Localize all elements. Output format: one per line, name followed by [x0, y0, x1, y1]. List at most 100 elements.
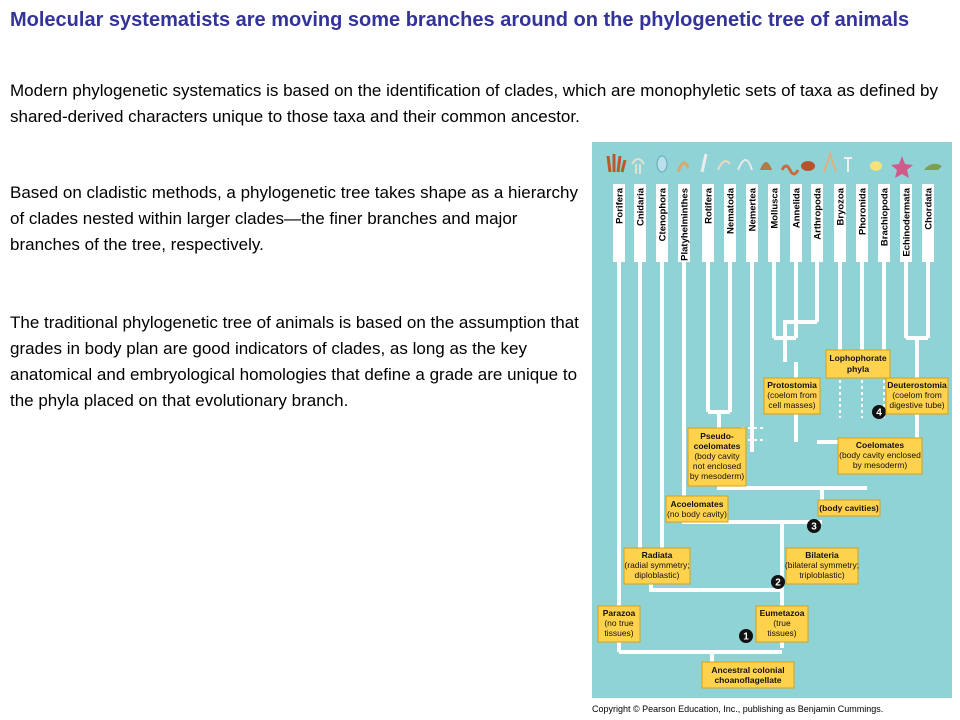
svg-text:Parazoa: Parazoa: [603, 608, 636, 618]
rotifer-icon: [700, 153, 708, 173]
phylogenetic-tree-diagram: Porifera Cnidaria Ctenophora Platyhelminthe…: [592, 142, 952, 698]
ancestor-box: Ancestral colonial choanoflagellate: [701, 661, 795, 689]
crab-icon: [801, 161, 815, 171]
node-markers: 1 2 3 4: [739, 405, 886, 643]
svg-text:Ancestral colonial: Ancestral colonial: [711, 665, 784, 675]
svg-text:coelomates: coelomates: [694, 441, 741, 451]
coelomates-box: Coelomates (body cavity enclosed by meso…: [837, 437, 923, 475]
phoronid-icon: [844, 157, 852, 172]
phylum-label-platyhelminthes: Platyhelminthes: [680, 188, 691, 261]
phylum-label-bg: [922, 184, 934, 262]
svg-text:Pseudo-: Pseudo-: [700, 431, 734, 441]
svg-text:(coelom from: (coelom from: [892, 390, 942, 400]
svg-text:(no true: (no true: [604, 618, 634, 628]
deuterostomia-box: Deuterostomia (coelom from digestive tub…: [885, 377, 949, 415]
bryozoan-icon: [823, 150, 837, 173]
paragraph-traditional-tree: The traditional phylogenetic tree of ani…: [10, 313, 579, 410]
svg-text:Lophophorate: Lophophorate: [829, 353, 886, 363]
svg-text:Deuterostomia: Deuterostomia: [887, 380, 947, 390]
node-marker-1: [739, 629, 753, 643]
svg-text:(body cavity: (body cavity: [694, 451, 740, 461]
acoelomates-box: Acoelomates (no body cavity): [665, 495, 729, 523]
svg-text:(no body cavity): (no body cavity): [667, 509, 727, 519]
copyright-notice: Copyright © Pearson Education, Inc., pub…: [592, 704, 884, 714]
svg-text:choanoflagellate: choanoflagellate: [714, 675, 781, 685]
phylum-label-brachiopoda: Brachiopoda: [880, 187, 891, 246]
animal-illustrations: [606, 150, 942, 178]
svg-text:(body cavity enclosed: (body cavity enclosed: [839, 450, 921, 460]
svg-text:tissues): tissues): [604, 628, 633, 638]
svg-text:Coelomates: Coelomates: [856, 440, 904, 450]
phylum-label-bg: [790, 184, 802, 262]
phylum-label-bg: [746, 184, 758, 262]
phylum-label-bg: [856, 184, 868, 262]
fish-icon: [924, 163, 942, 170]
phylum-labels: Porifera Cnidaria Ctenophora Platyhelminthe…: [613, 184, 935, 262]
svg-text:Eumetazoa: Eumetazoa: [760, 608, 805, 618]
phylum-label-bryozoa: Bryozoa: [836, 187, 847, 225]
phylum-label-bg: [656, 184, 668, 262]
phylum-label-ctenophora: Ctenophora: [658, 187, 669, 241]
svg-text:Bilateria: Bilateria: [805, 550, 839, 560]
brachiopod-icon: [870, 161, 882, 171]
phylum-label-bg: [634, 184, 646, 262]
phylum-label-nematoda: Nematoda: [726, 187, 737, 234]
nematode-icon: [717, 160, 731, 171]
node-number: 2: [775, 578, 781, 589]
svg-text:(true: (true: [773, 618, 791, 628]
flatworm-icon: [676, 161, 690, 173]
phylum-label-echinodermata: Echinodermata: [902, 187, 913, 256]
slide-title: Molecular systematists are moving some b…: [10, 9, 910, 31]
jellyfish-icon: [631, 158, 645, 174]
svg-text:not enclosed: not enclosed: [693, 461, 741, 471]
bilateria-box: Bilateria (bilateral symmetry; triplobla…: [785, 547, 859, 585]
node-marker-4: [872, 405, 886, 419]
phylum-label-bg: [724, 184, 736, 262]
pseudocoelomates-box: Pseudo- coelomates (body cavity not encl…: [687, 427, 747, 487]
grade-label-boxes: Lophophorate phyla Protostomia (coelom f…: [597, 349, 949, 689]
phylum-label-cnidaria: Cnidaria: [636, 187, 647, 226]
paragraph-cladistic: Based on cladistic methods, a phylogenet…: [10, 183, 578, 254]
phylum-label-chordata: Chordata: [924, 187, 935, 229]
svg-text:(bilateral symmetry;: (bilateral symmetry;: [785, 560, 859, 570]
comb-jelly-icon: [656, 155, 668, 173]
node-number: 3: [811, 522, 817, 533]
phylum-label-mollusca: Mollusca: [770, 187, 781, 228]
lophophorate-box: Lophophorate phyla: [825, 349, 891, 379]
svg-text:(coelom from: (coelom from: [767, 390, 817, 400]
svg-text:by mesoderm): by mesoderm): [853, 460, 907, 470]
phylum-label-bg: [878, 184, 890, 262]
snail-icon: [760, 162, 772, 170]
svg-text:by mesoderm): by mesoderm): [690, 471, 744, 481]
eumetazoa-box: Eumetazoa (true tissues): [755, 605, 809, 643]
body-cavities-box: (body cavities): [817, 499, 881, 517]
svg-text:Protostomia: Protostomia: [767, 380, 817, 390]
sponge-icon: [606, 154, 627, 173]
phylum-label-arthropoda: Arthropoda: [813, 187, 824, 239]
phylum-label-bg: [613, 184, 625, 262]
parazoa-box: Parazoa (no true tissues): [597, 605, 641, 643]
svg-text:Acoelomates: Acoelomates: [671, 499, 724, 509]
protostomia-box: Protostomia (coelom from cell masses): [763, 377, 821, 415]
phylum-label-bg: [811, 184, 823, 262]
svg-text:Radiata: Radiata: [642, 550, 673, 560]
svg-text:digestive tube): digestive tube): [889, 400, 944, 410]
svg-text:tissues): tissues): [767, 628, 796, 638]
node-marker-3: [807, 519, 821, 533]
ribbon-worm-icon: [737, 159, 753, 171]
svg-text:cell masses): cell masses): [768, 400, 815, 410]
phylum-label-bg: [834, 184, 846, 262]
phylum-label-bg: [900, 184, 912, 262]
earthworm-icon: [780, 164, 800, 176]
phylum-label-nemertea: Nemertea: [748, 187, 759, 231]
sea-star-icon: [891, 156, 913, 178]
phylum-label-porifera: Porifera: [615, 187, 626, 224]
svg-text:(radial symmetry;: (radial symmetry;: [624, 560, 689, 570]
phylum-label-phoronida: Phoronida: [858, 187, 869, 235]
phylum-label-rotifera: Rotifera: [704, 187, 715, 224]
svg-text:triploblastic): triploblastic): [799, 570, 845, 580]
node-number: 4: [876, 408, 882, 419]
phylum-label-bg: [768, 184, 780, 262]
node-marker-2: [771, 575, 785, 589]
paragraph-clades: Modern phylogenetic systematics is based…: [10, 81, 938, 126]
